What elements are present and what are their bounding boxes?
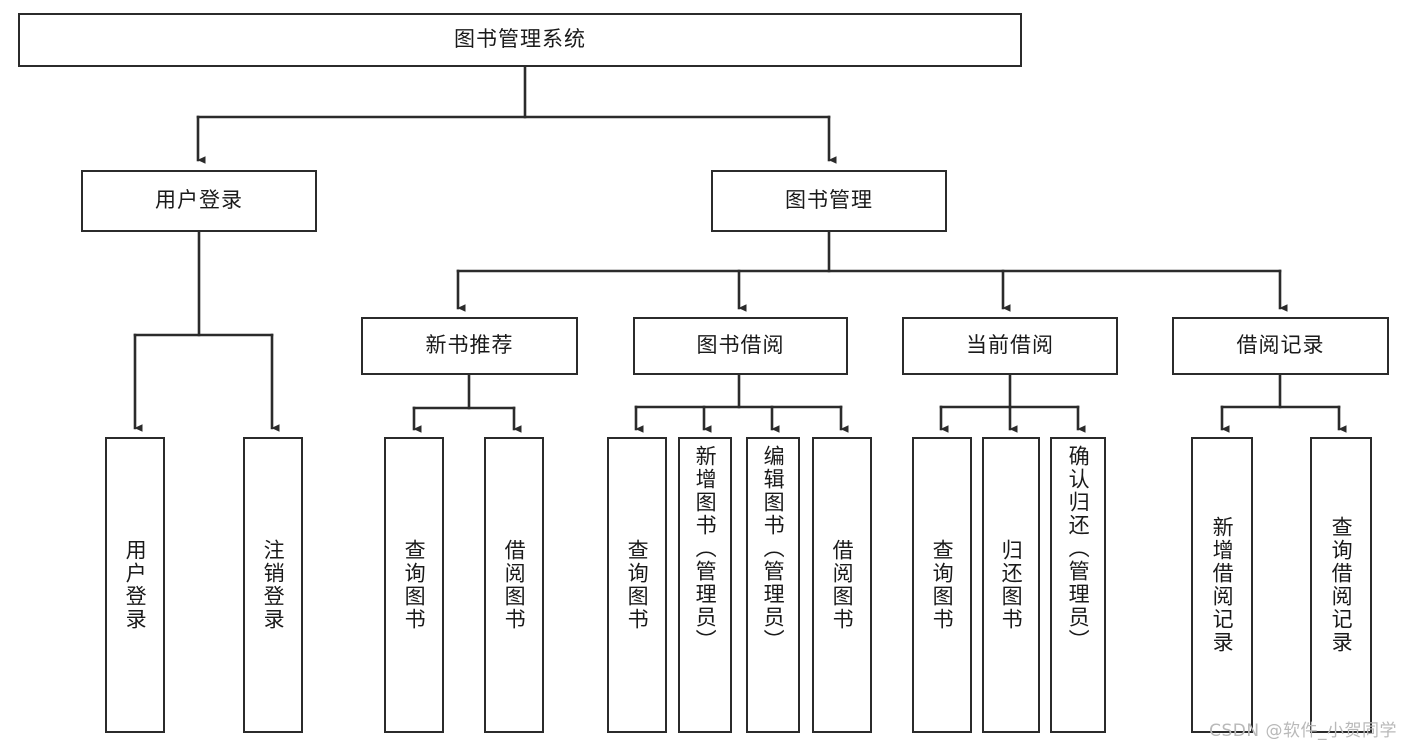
node-root-book-management-system[interactable]: 图书管理系统 (18, 13, 1022, 67)
node-label: 注销登录 (261, 539, 286, 631)
leaf-book-borrow-add-book-admin[interactable]: 新增图书（管理员） (678, 437, 732, 733)
leaf-current-borrow-confirm-return-admin[interactable]: 确认归还（管理员） (1050, 437, 1106, 733)
node-current-borrow[interactable]: 当前借阅 (902, 317, 1118, 375)
leaf-current-borrow-return-book[interactable]: 归还图书 (982, 437, 1040, 733)
leaf-user-login-logout[interactable]: 注销登录 (243, 437, 303, 733)
node-label: 查询图书 (625, 539, 650, 631)
node-label: 查询图书 (930, 539, 955, 631)
node-label: 借阅图书 (502, 539, 527, 631)
node-label: 图书管理 (785, 188, 873, 213)
leaf-current-borrow-query-book[interactable]: 查询图书 (912, 437, 972, 733)
node-label: 借阅记录 (1236, 333, 1325, 358)
node-label: 确认归还（管理员） (1066, 445, 1091, 652)
node-label: 归还图书 (999, 539, 1024, 631)
leaf-book-borrow-edit-book-admin[interactable]: 编辑图书（管理员） (746, 437, 800, 733)
node-label: 查询借阅记录 (1329, 516, 1354, 654)
node-label: 图书借阅 (696, 333, 785, 358)
leaf-new-book-borrow-book[interactable]: 借阅图书 (484, 437, 544, 733)
leaf-borrow-record-query-record[interactable]: 查询借阅记录 (1310, 437, 1372, 733)
leaf-book-borrow-query-book[interactable]: 查询图书 (607, 437, 667, 733)
node-label: 查询图书 (402, 539, 427, 631)
node-borrow-record[interactable]: 借阅记录 (1172, 317, 1389, 375)
node-user-login[interactable]: 用户登录 (81, 170, 317, 232)
leaf-borrow-record-add-record[interactable]: 新增借阅记录 (1191, 437, 1253, 733)
node-label: 编辑图书（管理员） (761, 445, 786, 652)
node-new-book-recommend[interactable]: 新书推荐 (361, 317, 578, 375)
node-label: 新增图书（管理员） (693, 445, 718, 652)
node-label: 当前借阅 (966, 333, 1054, 358)
leaf-user-login-login[interactable]: 用户登录 (105, 437, 165, 733)
node-label: 用户登录 (123, 539, 148, 631)
node-book-borrow[interactable]: 图书借阅 (633, 317, 848, 375)
node-label: 借阅图书 (830, 539, 855, 631)
node-label: 图书管理系统 (454, 27, 586, 52)
node-book-management[interactable]: 图书管理 (711, 170, 947, 232)
leaf-new-book-query-book[interactable]: 查询图书 (384, 437, 444, 733)
node-label: 用户登录 (155, 188, 243, 213)
watermark-text: CSDN @软件_小贺同学 (1209, 721, 1397, 741)
node-label: 新书推荐 (425, 333, 514, 358)
node-label: 新增借阅记录 (1210, 516, 1235, 654)
leaf-book-borrow-borrow-book[interactable]: 借阅图书 (812, 437, 872, 733)
